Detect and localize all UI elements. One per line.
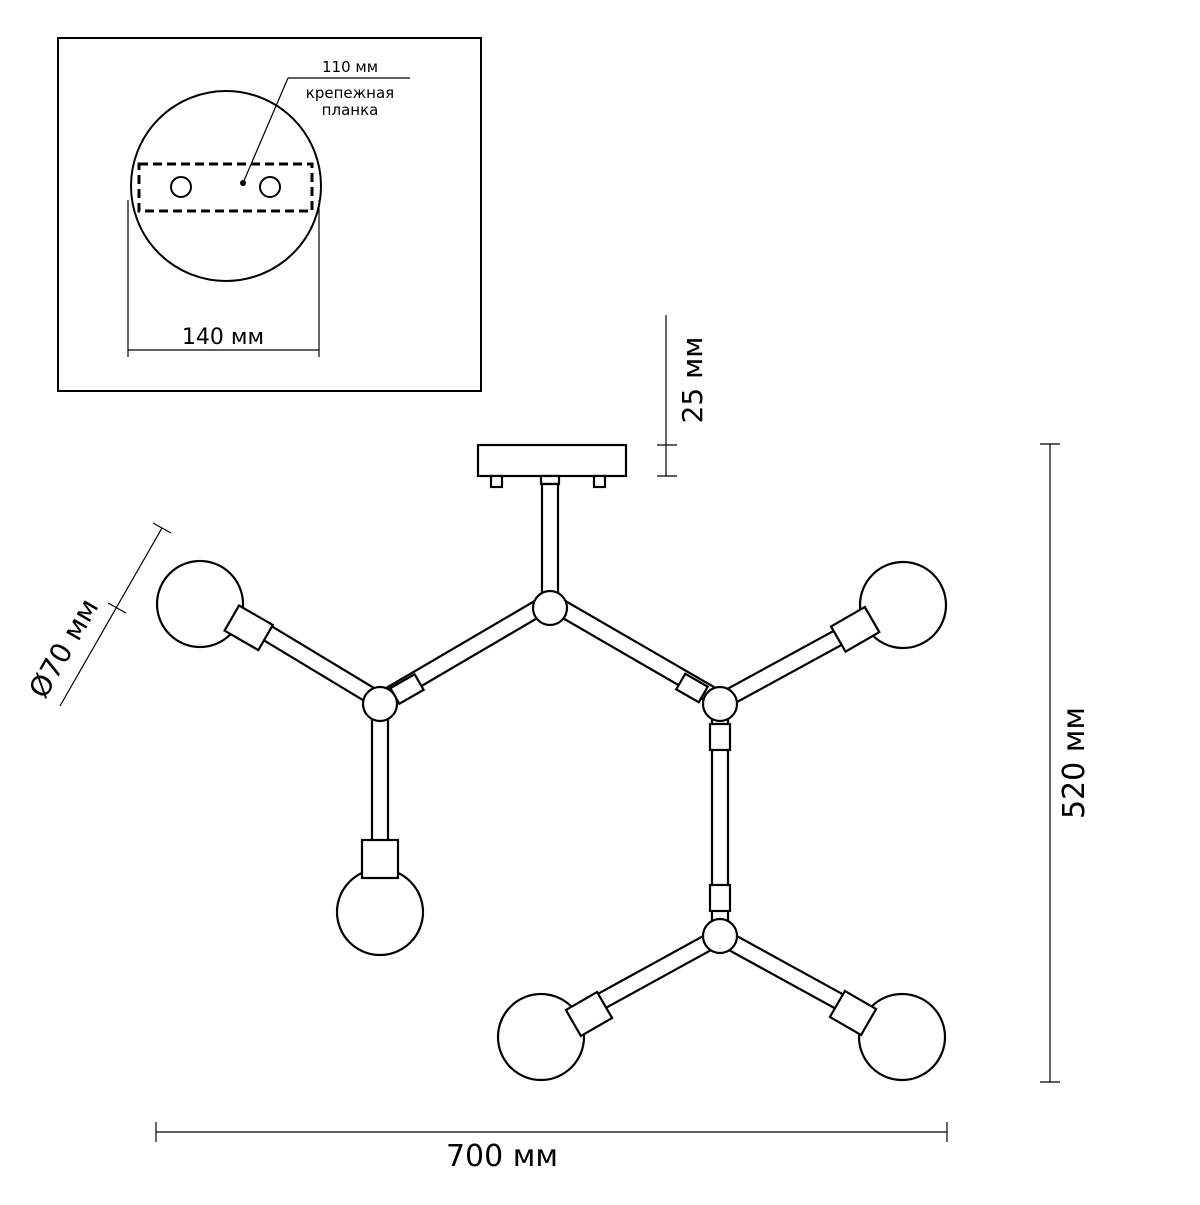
main-stem [540, 482, 560, 596]
shade-lower-left [496, 992, 586, 1082]
hub-right [701, 685, 739, 723]
mounting-hole-right [259, 176, 281, 198]
mounting-hole-left [170, 176, 192, 198]
mounting-bracket-outline [137, 162, 314, 213]
total-width-label: 700 мм [446, 1139, 558, 1174]
mount-detail: 110 мм крепежная планка 140 мм [57, 37, 482, 392]
shade-lower-right [857, 992, 947, 1082]
shade-top-left [155, 559, 245, 649]
canopy-screw-right [592, 474, 607, 489]
coupler-lower-hub-above [708, 883, 732, 913]
total-height-label: 520 мм [1057, 707, 1092, 819]
hole-spacing-label: 110 мм [322, 58, 378, 76]
shade-tick-middle [107, 602, 127, 614]
socket-top-right [829, 605, 881, 654]
detail-frame [57, 37, 482, 392]
total-height-dimension: 520 мм [1040, 443, 1092, 1083]
socket-lower-left [564, 990, 614, 1038]
socket-bottom-left [360, 838, 400, 880]
fixture [155, 443, 948, 1082]
total-width-dimension: 700 мм [155, 1122, 948, 1174]
hub-center [531, 589, 569, 627]
canopy-plate [476, 443, 628, 478]
socket-top-left [223, 604, 275, 652]
canopy-diameter-label: 140 мм [182, 325, 264, 350]
arm-left-hub-to-bottom-shade [370, 704, 390, 848]
hub-left [361, 685, 399, 723]
bracket-label-line2: планка [322, 101, 379, 119]
shade-diameter-line [59, 527, 163, 707]
stem-cap [539, 474, 561, 486]
canopy-height-dimension: 25 мм [657, 315, 709, 477]
shade-bottom-left [335, 867, 425, 957]
shade-diameter-dimension: Ø70 мм [22, 522, 172, 707]
shade-tick-top [152, 522, 172, 534]
shade-top-right [858, 560, 948, 650]
bracket-leader-line [242, 77, 289, 184]
canopy-height-label: 25 мм [676, 337, 709, 424]
coupler-right-hub-below [708, 722, 732, 752]
hub-lower [701, 917, 739, 955]
socket-lower-right [828, 989, 878, 1037]
canopy-top-view [130, 90, 322, 282]
arm-right-hub-to-top-right-shade [716, 626, 849, 710]
bracket-label-line1: крепежная [306, 84, 394, 102]
canopy-screw-left [489, 474, 504, 489]
coupler-right-arm [674, 672, 710, 704]
